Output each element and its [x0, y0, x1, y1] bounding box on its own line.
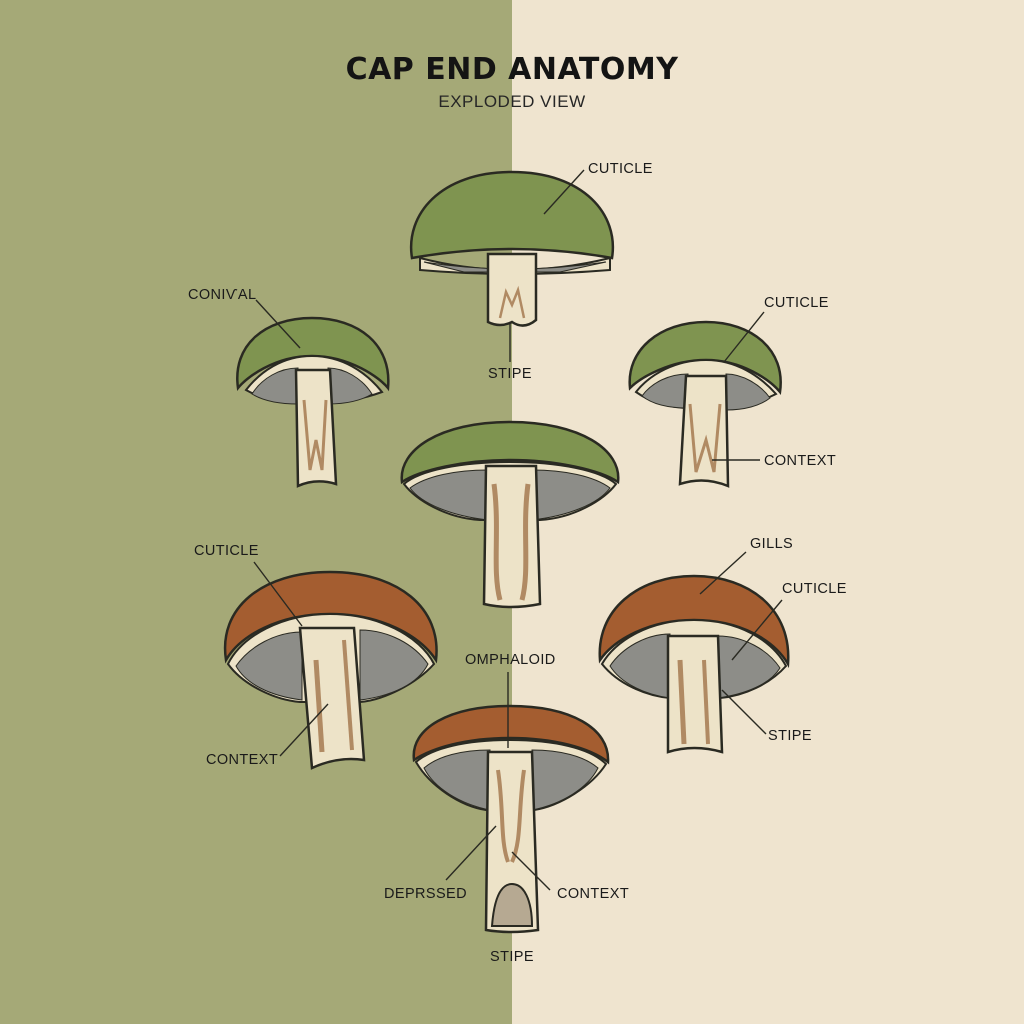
label-mid-right-stipe: STIPE [768, 728, 812, 744]
mushroom-top-center [409, 170, 615, 327]
leader-line [721, 689, 767, 735]
stipe-core [342, 639, 354, 751]
leader-line [723, 311, 765, 363]
diagram-subtitle: EXPLODED VIEW [438, 92, 586, 111]
mushroom-left-lower [223, 570, 438, 770]
stipe-core [313, 659, 325, 753]
label-omphaloid: OMPHALOID [465, 652, 556, 668]
gills [327, 367, 373, 405]
label-top-cuticle: CUTICLE [588, 161, 653, 177]
background-right-panel [512, 0, 1024, 1024]
stipe [486, 252, 538, 327]
label-gills: GILLS [750, 536, 794, 552]
gills [235, 631, 303, 701]
cap-cuticle [409, 170, 615, 260]
stipe-core [688, 403, 722, 473]
leader-line [253, 561, 303, 627]
leader-line [255, 299, 301, 349]
leader-lines [253, 169, 783, 891]
label-right-context: CONTEXT [764, 453, 837, 469]
mushroom-right-lower [598, 574, 790, 754]
mushroom-left-upper [236, 316, 390, 488]
stipe [294, 368, 338, 488]
label-top-stipe: STIPE [488, 366, 532, 382]
mushroom-right-upper [628, 320, 782, 488]
label-depressed: DEPRSSED [384, 886, 467, 902]
stipe-core [302, 399, 328, 471]
label-bottom-stipe: STIPE [490, 949, 534, 965]
stipe-core [677, 659, 687, 745]
leader-line [445, 825, 497, 881]
mushroom-center-large [400, 420, 620, 609]
stipe-core [491, 483, 503, 601]
stipe-cavity [490, 882, 534, 927]
stipe-core [702, 659, 710, 745]
gills [251, 367, 299, 405]
background-left-panel [0, 0, 512, 1024]
leader-line [511, 851, 551, 891]
stipe-core [496, 769, 510, 863]
label-bottom-context: CONTEXT [557, 886, 630, 902]
stipe [666, 634, 724, 754]
stipe [678, 374, 730, 488]
gills [725, 373, 771, 411]
label-mid-right-cuticle: CUTICLE [782, 581, 847, 597]
diagram-title: CAP END ANATOMY [345, 52, 679, 87]
gills [359, 629, 429, 701]
leader-line [543, 169, 585, 215]
cap-cuticle [412, 704, 610, 765]
leader-line [279, 703, 329, 757]
label-right-cuticle: CUTICLE [764, 295, 829, 311]
stipe-core [519, 483, 531, 601]
label-mid-left-context: CONTEXT [206, 752, 279, 768]
mushroom-bottom [412, 704, 610, 934]
cap-cuticle [400, 420, 620, 485]
stipe-core [498, 285, 526, 319]
stipe [298, 626, 366, 770]
leader-line [699, 551, 747, 595]
label-mid-left-cuticle: CUTICLE [194, 543, 259, 559]
leader-line [731, 599, 783, 661]
label-left-conival: CONIѴAL [188, 287, 257, 303]
